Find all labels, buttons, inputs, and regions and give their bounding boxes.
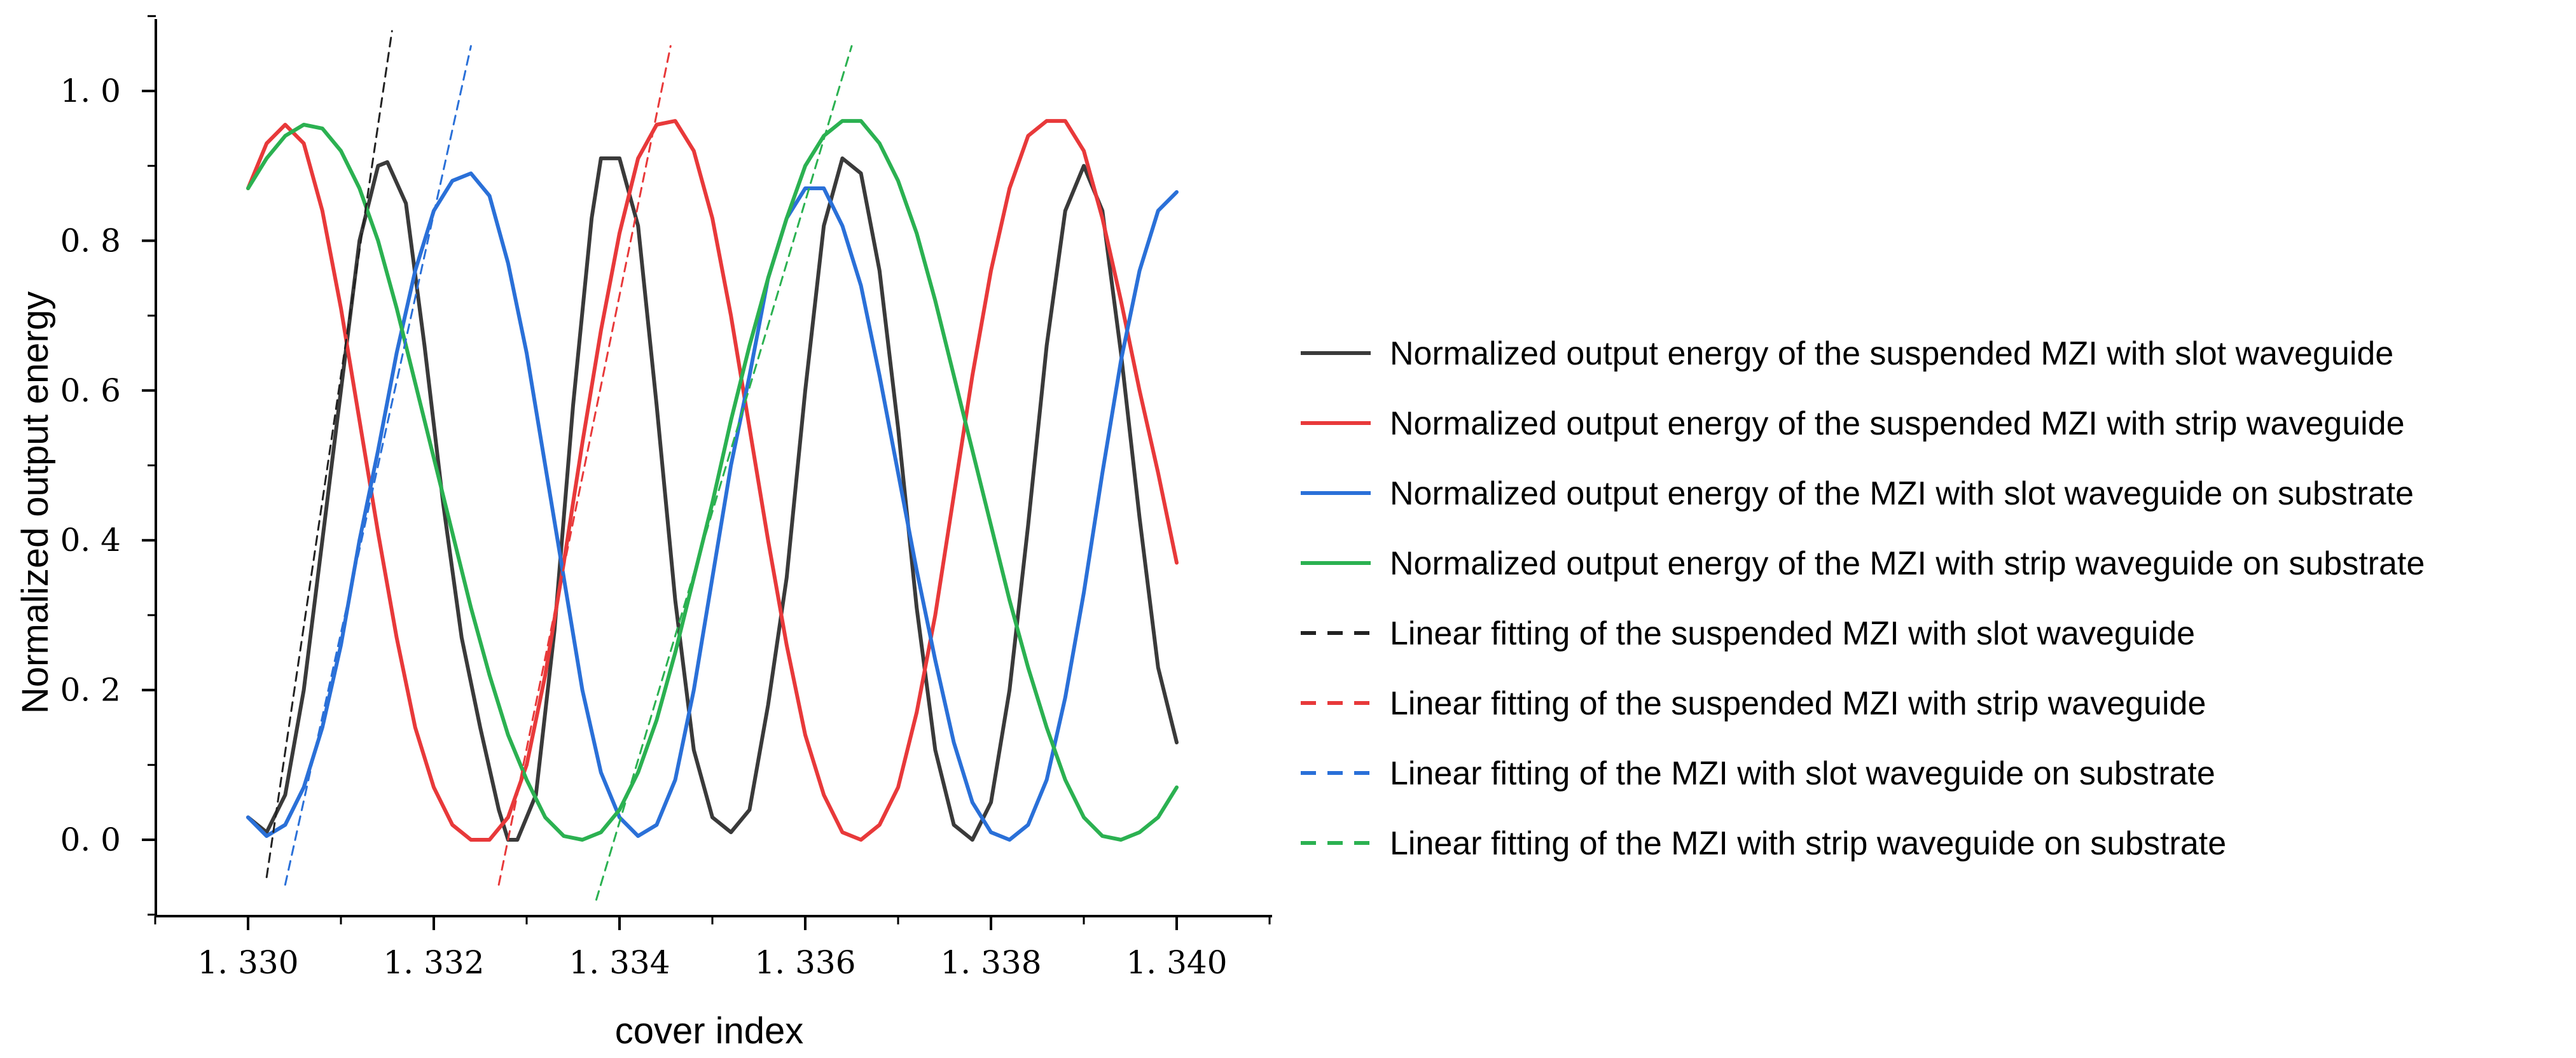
x-tick-label: 1. 338 — [940, 944, 1041, 981]
legend-label: Normalized output energy of the MZI with… — [1390, 545, 2425, 582]
series-line-1 — [246, 119, 1179, 842]
y-axis-title: Normalized output energy — [15, 291, 56, 714]
legend-label: Normalized output energy of the suspende… — [1390, 335, 2393, 372]
series-line-3 — [246, 119, 1179, 842]
series-line-7 — [595, 45, 853, 901]
y-tick-label: 0. 0 — [60, 821, 121, 858]
x-tick-label: 1. 340 — [1126, 944, 1227, 981]
x-tick-label: 1. 330 — [197, 944, 298, 981]
legend: Normalized output energy of the suspende… — [1301, 335, 2425, 862]
legend-label: Normalized output energy of the MZI with… — [1390, 475, 2414, 512]
series-line-6 — [284, 45, 472, 886]
y-tick-label: 0. 8 — [60, 222, 121, 259]
legend-label: Linear fitting of the suspended MZI with… — [1390, 615, 2195, 652]
legend-label: Linear fitting of the MZI with slot wave… — [1390, 755, 2215, 792]
series-line-0 — [246, 156, 1179, 842]
x-tick-label: 1. 336 — [754, 944, 855, 981]
y-tick-label: 0. 4 — [60, 522, 121, 559]
x-tick-label: 1. 332 — [383, 944, 484, 981]
series-line-4 — [265, 30, 393, 879]
x-tick-label: 1. 334 — [569, 944, 670, 981]
ticks: 1. 330 1. 332 1. 334 1. 336 1. 338 1. 340 0. 0… — [60, 15, 1271, 981]
legend-label: Linear fitting of the MZI with strip wav… — [1390, 825, 2226, 862]
plot-lines — [246, 30, 1179, 901]
y-tick-label: 0. 2 — [60, 672, 121, 709]
y-tick-label: 1. 0 — [60, 73, 121, 109]
legend-label: Normalized output energy of the suspende… — [1390, 405, 2405, 442]
x-axis-title: cover index — [615, 1010, 804, 1052]
y-tick-label: 0. 6 — [60, 372, 121, 409]
series-line-5 — [497, 45, 672, 886]
legend-label: Linear fitting of the suspended MZI with… — [1390, 685, 2206, 722]
